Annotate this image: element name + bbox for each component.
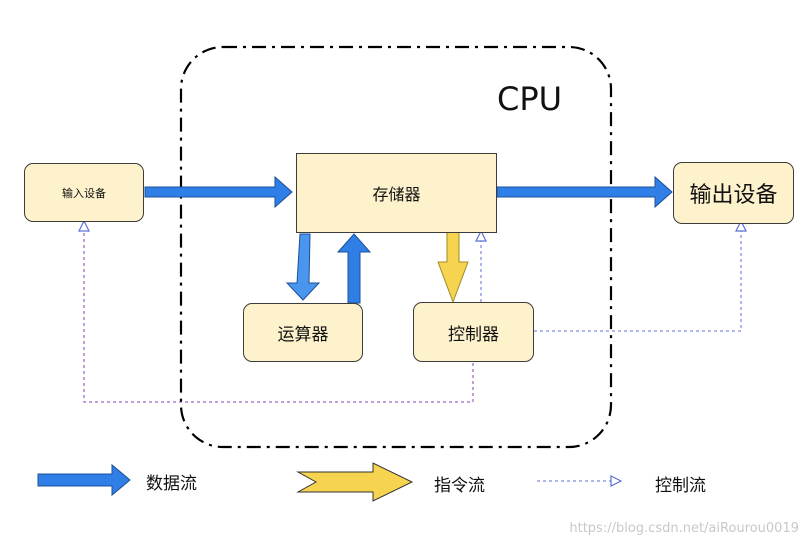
controller-label: 控制器 bbox=[448, 324, 499, 345]
cpu-boundary bbox=[179, 45, 613, 449]
alu-node: 运算器 bbox=[243, 303, 363, 362]
legend-data-flow-label: 数据流 bbox=[146, 474, 197, 494]
control-line-controller-to-input bbox=[84, 226, 474, 403]
instruction-arrow-memory-to-controller bbox=[437, 231, 469, 304]
data-arrow-memory-to-alu bbox=[285, 233, 321, 301]
input-device-label: 输入设备 bbox=[62, 186, 106, 200]
alu-label: 运算器 bbox=[277, 325, 329, 345]
output-device-node: 输出设备 bbox=[673, 162, 794, 224]
data-arrow-input-to-memory bbox=[144, 175, 293, 209]
memory-label: 存储器 bbox=[372, 185, 421, 204]
legend-instruction-flow-label: 指令流 bbox=[434, 476, 485, 496]
cpu-label: CPU bbox=[497, 80, 563, 118]
input-device-node: 输入设备 bbox=[24, 163, 144, 222]
watermark-text: https://blog.csdn.net/aiRourou0019 bbox=[569, 521, 799, 536]
data-arrow-alu-to-memory bbox=[336, 233, 372, 304]
legend-data-arrow-icon bbox=[37, 463, 131, 497]
memory-node: 存储器 bbox=[296, 153, 497, 233]
controller-node: 控制器 bbox=[413, 302, 534, 362]
legend-control-flow-label: 控制流 bbox=[655, 476, 706, 496]
legend-instruction-arrow-icon bbox=[296, 462, 414, 502]
control-line-controller-to-output bbox=[534, 226, 741, 332]
output-device-label: 输出设备 bbox=[689, 183, 778, 208]
data-arrow-memory-to-output bbox=[496, 175, 673, 209]
